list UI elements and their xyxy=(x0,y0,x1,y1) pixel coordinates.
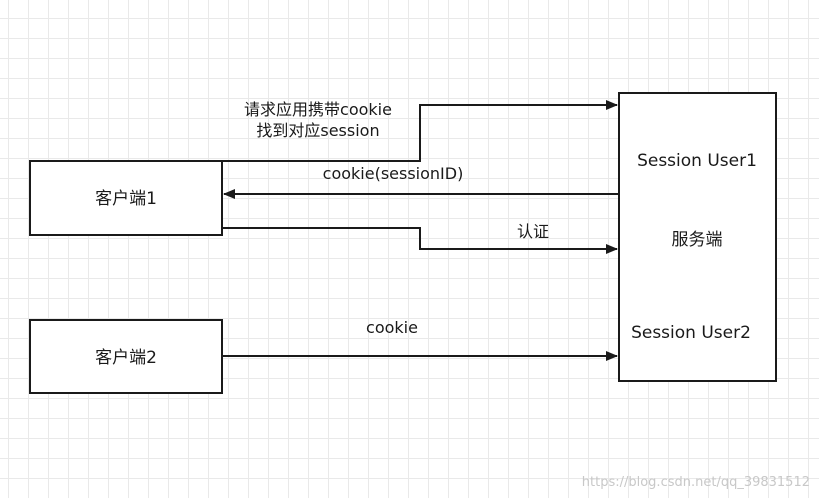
edge-request-line[interactable] xyxy=(222,100,618,162)
edge-request-label-line2: 找到对应session xyxy=(256,121,379,140)
client1-node[interactable]: 客户端1 xyxy=(29,160,223,236)
edge-auth[interactable]: 认证 xyxy=(222,222,618,254)
watermark-text: https://blog.csdn.net/qq_39831512 xyxy=(582,475,810,490)
edge-response[interactable]: cookie(sessionID) xyxy=(223,164,619,199)
edge-auth-label: 认证 xyxy=(517,222,549,241)
server-node[interactable]: Session User1 服务端 Session User2 xyxy=(618,92,777,382)
edge-response-label: cookie(sessionID) xyxy=(323,164,464,183)
client2-label: 客户端2 xyxy=(95,348,157,368)
server-session-user2-label: Session User2 xyxy=(631,323,751,343)
client2-node[interactable]: 客户端2 xyxy=(29,319,223,394)
client1-label: 客户端1 xyxy=(95,189,157,209)
edge-client2-cookie-label: cookie xyxy=(366,318,418,337)
edge-client2-cookie[interactable]: cookie xyxy=(222,318,618,361)
edge-auth-line[interactable] xyxy=(222,227,618,254)
edge-request[interactable]: 请求应用携带cookie 找到对应session xyxy=(222,100,618,162)
edge-request-label-line1: 请求应用携带cookie xyxy=(244,100,392,119)
server-session-user1-label: Session User1 xyxy=(637,151,757,171)
server-label: 服务端 xyxy=(672,230,723,250)
